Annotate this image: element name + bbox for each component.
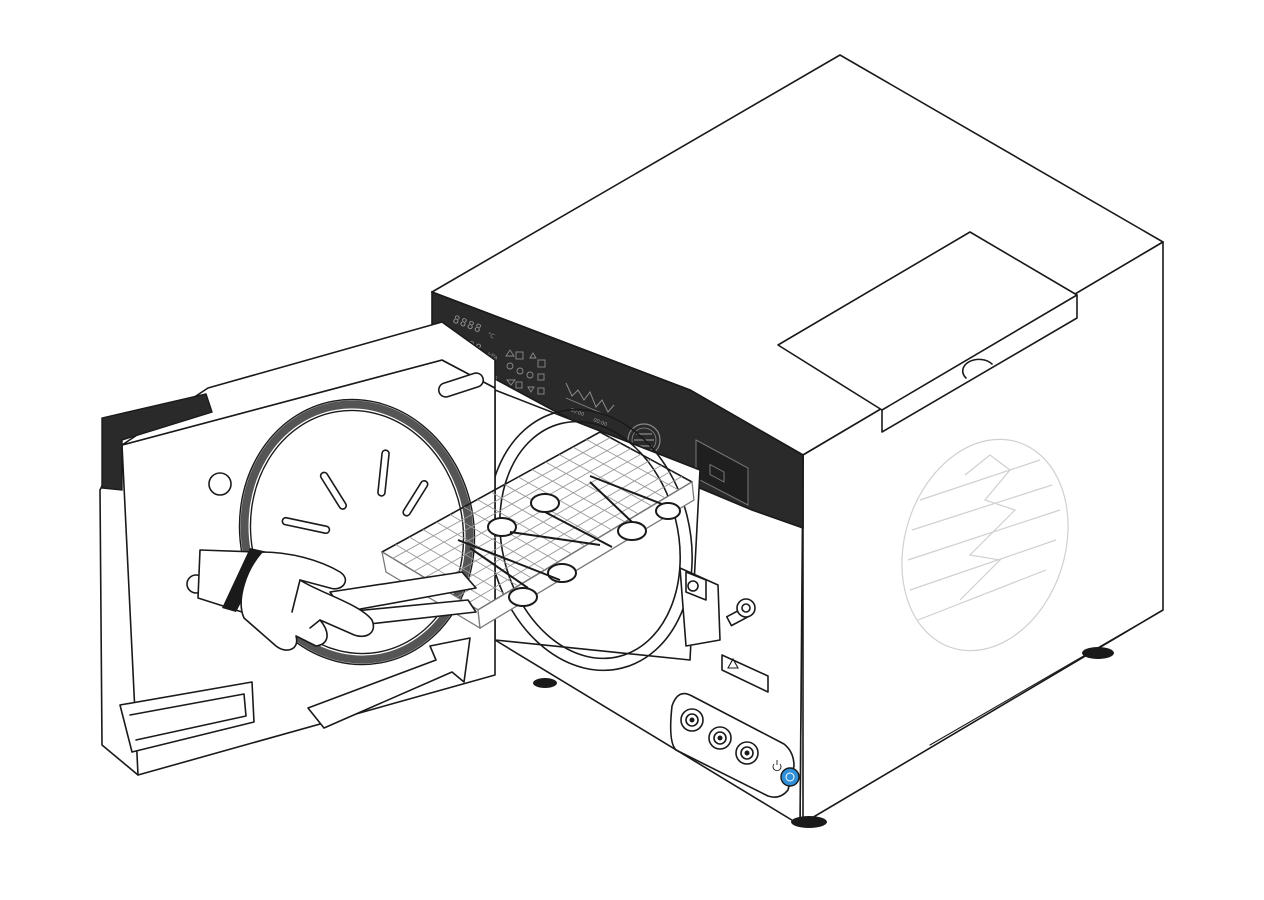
tray-wire <box>403 442 621 566</box>
cycle-button-8[interactable] <box>537 373 545 381</box>
foot-right <box>1082 647 1114 659</box>
tray-wire <box>518 476 612 531</box>
foot-front <box>791 816 827 828</box>
tray-wire <box>531 469 626 523</box>
gloved-hand <box>197 548 477 651</box>
power-icon <box>772 760 782 772</box>
tray-wire <box>435 459 652 585</box>
pressure-unit: kPa <box>486 351 499 361</box>
tray-wire <box>477 499 572 555</box>
tray-wire <box>558 454 653 507</box>
cycle-button-7[interactable] <box>526 371 534 379</box>
warning-triangle-icon <box>727 657 739 669</box>
control-buttons <box>505 349 546 395</box>
surgical-forceps <box>457 475 681 607</box>
cycle-button-9[interactable] <box>506 379 516 386</box>
chamber-door[interactable] <box>99 321 496 776</box>
graph-label-start: 00:00 <box>569 407 585 418</box>
tray-wire <box>445 464 662 592</box>
tray-wire <box>586 439 679 491</box>
cycle-button-11[interactable] <box>527 386 535 393</box>
tray-wire <box>545 461 639 515</box>
drain-nozzle[interactable] <box>725 598 756 627</box>
tray-wire <box>392 437 611 559</box>
tray-wire <box>490 491 586 547</box>
cycle-button-4[interactable] <box>537 359 546 368</box>
door-latch[interactable] <box>679 567 721 647</box>
tray-wire <box>456 470 672 598</box>
connector-panel <box>669 692 800 798</box>
water-inlet-connector[interactable] <box>680 708 704 732</box>
tray-wire <box>395 544 492 603</box>
tray-wire <box>409 536 505 595</box>
cycle-button-6[interactable] <box>516 367 524 375</box>
arrow-up-icon <box>307 637 471 729</box>
power-button[interactable] <box>780 767 800 787</box>
top-hatch[interactable] <box>777 231 1078 433</box>
water-outlet-connector[interactable] <box>708 726 732 750</box>
side-logo-watermark <box>901 438 1069 652</box>
foot-back <box>533 678 557 688</box>
tray-wire <box>449 514 546 571</box>
usb-port-cover[interactable] <box>695 439 749 506</box>
instrument-tray[interactable] <box>381 431 695 630</box>
cycle-button-1[interactable] <box>505 349 515 357</box>
tray-wire <box>572 446 666 499</box>
door-vent-slot <box>437 372 485 398</box>
cycle-button-12[interactable] <box>537 387 545 395</box>
cycle-button-5[interactable] <box>506 362 514 370</box>
cycle-button-3[interactable] <box>529 352 537 359</box>
tray-wire <box>413 448 631 572</box>
cycle-button-2[interactable] <box>515 351 524 360</box>
tray-wire <box>422 529 519 587</box>
cycle-button-10[interactable] <box>515 381 523 389</box>
tray-wire <box>424 453 642 579</box>
temperature-unit: °C <box>486 331 495 340</box>
warning-label <box>721 654 769 693</box>
graph-label-end: 00:00 <box>592 417 608 428</box>
drain-connector[interactable] <box>735 741 759 765</box>
